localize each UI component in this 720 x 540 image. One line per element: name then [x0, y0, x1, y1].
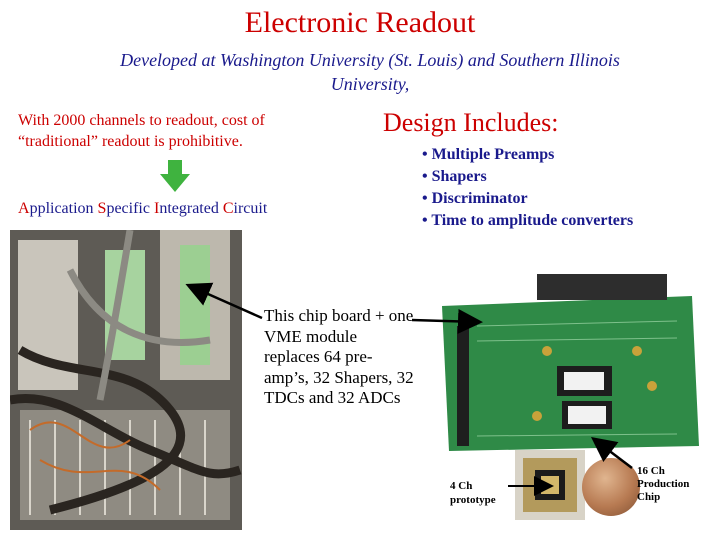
- asic-cap-i: I: [153, 200, 160, 217]
- readout-crate-photo: [10, 230, 242, 530]
- chip-board-photo: [437, 266, 702, 451]
- readout-crate-illustration: [10, 230, 242, 530]
- design-item: • Shapers: [422, 168, 487, 185]
- asic-cap-s: S: [97, 200, 107, 217]
- coin-photo: [582, 458, 640, 516]
- chip-board-description: This chip board + one VME module replace…: [264, 306, 414, 407]
- prototype-chip-photo: [515, 450, 585, 520]
- design-item: • Discriminator: [422, 190, 528, 207]
- asic-rest-s: pecific: [106, 200, 154, 217]
- chip-board-illustration: [437, 266, 702, 451]
- down-arrow-icon: [160, 160, 190, 192]
- asic-rest-a: pplication: [29, 200, 98, 217]
- prototype-label: 4 Ch prototype: [450, 480, 496, 506]
- slide-title: Electronic Readout: [244, 6, 476, 39]
- production-chip-label: 16 Ch Production Chip: [637, 465, 690, 503]
- design-list: • Multiple Preamps • Shapers • Discrimin…: [422, 144, 633, 232]
- asic-rest-i: ntegrated: [159, 200, 223, 217]
- asic-rest-c: ircuit: [233, 200, 268, 217]
- asic-cap-c: C: [222, 200, 234, 217]
- cost-statement: With 2000 channels to readout, cost of “…: [18, 112, 265, 150]
- slide-subtitle: Developed at Washington University (St. …: [120, 50, 620, 94]
- asic-label: Application Specific Integrated Circuit: [18, 200, 267, 218]
- design-item: • Multiple Preamps: [422, 146, 555, 163]
- design-heading: Design Includes:: [383, 108, 559, 137]
- asic-cap-a: A: [18, 200, 30, 217]
- design-item: • Time to amplitude converters: [422, 212, 634, 229]
- prototype-chip-illustration: [515, 450, 585, 520]
